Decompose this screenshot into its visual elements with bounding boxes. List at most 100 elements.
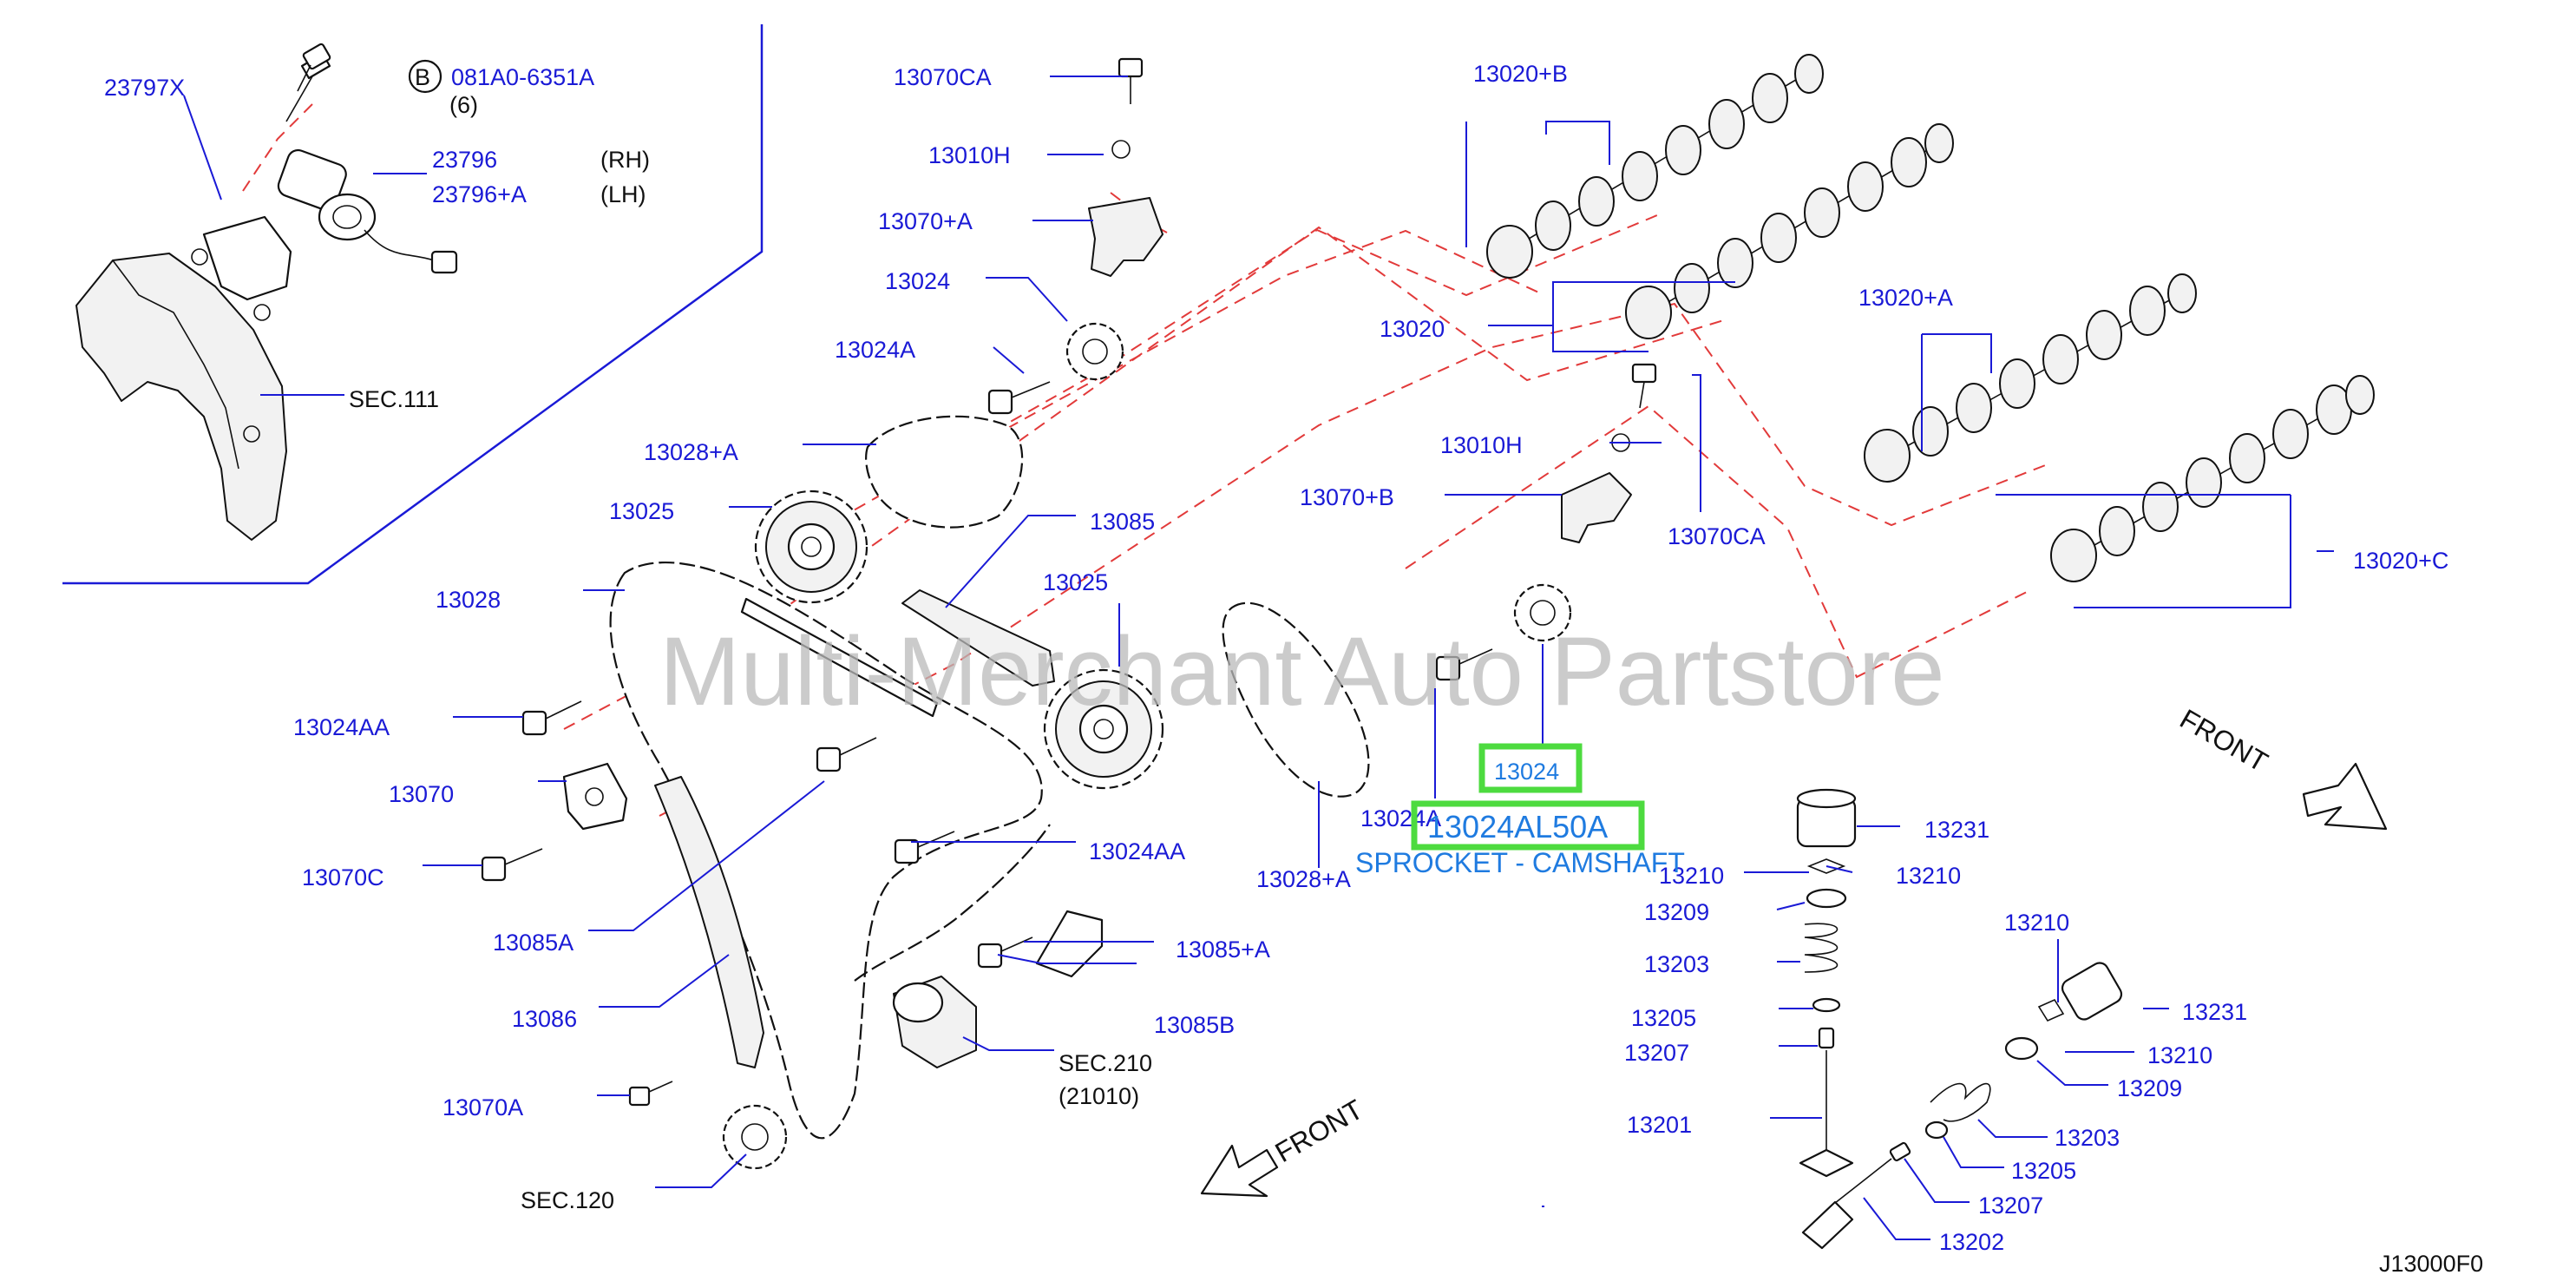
highlight-box-part-number [1478,743,1583,793]
part-label-13070ca-mid[interactable]: 13070CA [1668,523,1766,549]
leader-lines [183,76,2334,1240]
camshaft-13020a [1864,273,2197,483]
chain-guide-13085 [901,589,1055,687]
secondary-chain-13028a-top [865,415,1024,529]
part-label-13028a-top[interactable]: 13028+A [644,439,738,465]
valvetrain-left [1796,788,1857,1178]
part-label-13210-d[interactable]: 13210 [2147,1042,2212,1068]
part-label-13210-a[interactable]: 13210 [1659,863,1724,889]
slack-guide-13086 [654,776,764,1068]
tensioner-sec210 [892,976,977,1068]
part-label-13210-b[interactable]: 13210 [1896,863,1961,889]
tension-guide-13085a [740,597,939,718]
part-label-13024aa-2[interactable]: 13024AA [1089,838,1185,864]
camshaft-sprocket-13025-mid [1043,668,1164,790]
part-label-13028a-bottom[interactable]: 13028+A [1256,866,1351,892]
part-label-13020c[interactable]: 13020+C [2353,548,2448,574]
part-label-13024aa-1[interactable]: 13024AA [293,714,390,740]
highlight-box-oem-number [1411,800,1645,851]
part-label-13070a-plus[interactable]: 13070+A [878,208,973,234]
callout-description: SPROCKET - CAMSHAFT [1355,847,1685,878]
part-label-13203-b[interactable]: 13203 [2055,1125,2120,1151]
part-label-13202[interactable]: 13202 [1939,1229,2004,1255]
section-label-sec210-sub: (21010) [1059,1083,1139,1109]
part-label-13024a-right[interactable]: 13024A [1360,805,1441,831]
front-cover-illustration [75,215,292,541]
bolts [297,43,1657,1107]
part-label-13231-b[interactable]: 13231 [2182,999,2247,1025]
part-label-13209-a[interactable]: 13209 [1644,899,1709,925]
front-label-right: FRONT [2175,703,2273,778]
part-label-13207-b[interactable]: 13207 [1978,1193,2043,1219]
crank-sprocket-sec120 [722,1104,788,1170]
bolt-13070a [628,1081,673,1107]
part-label-23796[interactable]: 23796 [432,147,497,173]
bolt-13070ca-mid [1631,363,1657,409]
part-label-13085a-plus[interactable]: 13085+A [1176,936,1270,963]
section-label-sec120: SEC.120 [521,1187,614,1213]
side-label-rh: (RH) [600,147,650,173]
front-arrow-right: FRONT [2175,703,2388,831]
part-label-13020a[interactable]: 13020+A [1858,285,1953,311]
part-label-13024a-top[interactable]: 13024A [835,337,915,363]
part-label-13085[interactable]: 13085 [1090,509,1155,535]
diagram-code: J13000F0 [2379,1251,2483,1277]
chain-tensioner-13070 [562,762,628,831]
bolt-13070ca-top [1118,57,1144,104]
part-label-13231-a[interactable]: 13231 [1924,817,1989,843]
section-label-sec210: SEC.210 [1059,1050,1152,1076]
camshaft-sprocket-13024-top [1065,322,1124,381]
camshaft-sprocket-13024-right [1513,583,1572,642]
section-label-sec111: SEC.111 [349,386,439,412]
part-label-13010h-top[interactable]: 13010H [928,142,1011,168]
part-label-13024-top[interactable]: 13024 [885,268,950,294]
secondary-chain-13028a-bottom [1222,601,1370,798]
valvetrain-right [1801,962,2123,1250]
camshaft-13020b [1486,54,1824,279]
bolt-13024aa-1 [521,700,582,736]
callout-oem-number[interactable]: 13024AL50A [1427,809,1608,844]
watermark-text: Multi-Merchant Auto Partstore [659,617,1944,726]
part-label-23797x[interactable]: 23797X [104,75,185,101]
part-label-13201[interactable]: 13201 [1627,1112,1692,1138]
camshaft-13020 [1625,123,1954,339]
highlight-callout: 13024 13024AL50A SPROCKET - CAMSHAFT [1355,743,1685,878]
part-label-13207-a[interactable]: 13207 [1624,1040,1689,1066]
part-label-13205-b[interactable]: 13205 [2011,1158,2076,1184]
part-label-13209-b[interactable]: 13209 [2117,1075,2182,1101]
part-label-13205-a[interactable]: 13205 [1631,1005,1696,1031]
part-label-13070b[interactable]: 13070+B [1300,484,1394,510]
bolt-spec-circle-letter: B [415,64,430,90]
tensioner-13070-plus-a [1088,140,1163,277]
bolt-13085a [816,737,877,772]
part-label-13025-left[interactable]: 13025 [609,498,674,524]
part-label-13086[interactable]: 13086 [512,1006,577,1032]
bolt-spec-number: 081A0-6351A [451,64,594,90]
part-label-13085a[interactable]: 13085A [493,930,574,956]
part-label-13203-a[interactable]: 13203 [1644,951,1709,977]
part-label-13010h-mid[interactable]: 13010H [1440,432,1523,458]
part-label-13070c[interactable]: 13070C [302,864,384,890]
tensioner-13070-plus-b [1561,433,1632,543]
bolt-13024a-top [987,381,1051,415]
part-label-13020[interactable]: 13020 [1380,316,1445,342]
part-label-13210-c[interactable]: 13210 [2004,910,2069,936]
part-labels: 23797X 23796 (RH) 23796+A (LH) SEC.111 1… [104,61,2448,1255]
bolt-spec-qty: (6) [449,92,478,118]
part-label-13020b[interactable]: 13020+B [1473,61,1568,87]
part-label-13028[interactable]: 13028 [436,587,501,613]
part-label-13070[interactable]: 13070 [389,781,454,807]
part-label-23796a[interactable]: 23796+A [432,181,527,207]
part-label-13070ca-top[interactable]: 13070CA [894,64,992,90]
bolt-13024a-right [1435,648,1493,681]
callout-part-number[interactable]: 13024 [1494,759,1559,785]
part-label-13070a[interactable]: 13070A [442,1094,523,1120]
camshaft-sprocket-13025-left [754,490,868,604]
front-label-left: FRONT [1270,1094,1368,1168]
bolt-13024aa-2 [894,831,955,864]
bolt-13085b [977,936,1033,969]
part-label-13085b[interactable]: 13085B [1154,1012,1235,1038]
bolt-23797x [297,43,331,92]
part-label-13025-mid[interactable]: 13025 [1043,569,1108,595]
